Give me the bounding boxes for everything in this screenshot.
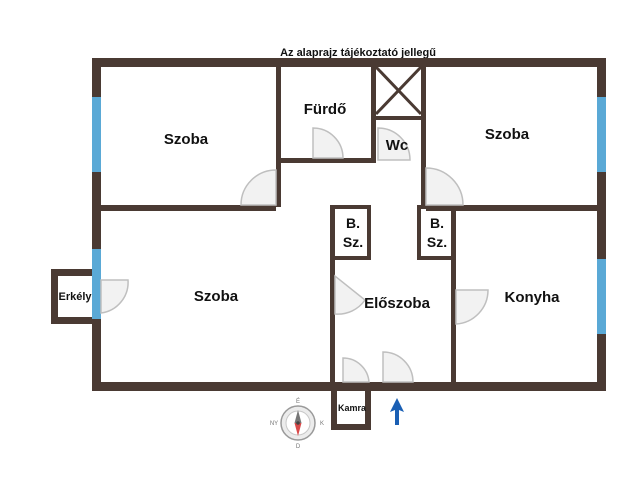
plan-title: Az alaprajz tájékoztató jellegű (280, 47, 436, 59)
outer-walls (92, 58, 606, 391)
door-konyha (455, 289, 489, 325)
room-label-szoba-large: Szoba (194, 288, 239, 305)
room-label-bsz-right-2: Sz. (427, 234, 447, 250)
compass-west: NY (270, 421, 278, 427)
room-label-eloszoba: Előszoba (364, 295, 431, 312)
window-right-top (597, 97, 606, 172)
balcony (51, 269, 92, 324)
window-left-bottom (92, 249, 101, 319)
window-right-bottom (597, 259, 606, 334)
door-eloszoba (334, 274, 367, 315)
room-label-szoba-top-left: Szoba (164, 131, 209, 148)
compass-icon: É D K NY (270, 398, 324, 450)
room-label-furdo: Fürdő (304, 101, 347, 118)
room-label-bsz-left-1: B. (346, 215, 360, 231)
entrance-arrow-icon (390, 398, 404, 425)
room-label-wc: Wc (386, 137, 409, 154)
pantry (331, 391, 371, 430)
door-kamra (342, 357, 370, 383)
doors (100, 127, 489, 383)
interior-walls (101, 67, 597, 382)
room-label-bsz-left-2: Sz. (343, 234, 363, 250)
compass-north: É (296, 398, 300, 405)
window-left-top (92, 97, 101, 172)
compass-east: K (320, 421, 324, 427)
door-furdo (312, 127, 344, 159)
door-szoba-top-right (425, 167, 464, 206)
room-label-bsz-right-1: B. (430, 215, 444, 231)
compass-south: D (296, 444, 301, 450)
door-balcony (100, 279, 129, 314)
door-szoba-top-left (240, 169, 277, 206)
room-label-szoba-top-right: Szoba (485, 126, 530, 143)
door-entrance (382, 351, 414, 383)
shaft-cross-icon (374, 65, 423, 116)
windows (92, 97, 606, 334)
room-label-kamra: Kamra (338, 403, 367, 413)
door-wc (377, 127, 411, 161)
room-label-konyha: Konyha (504, 289, 560, 306)
room-label-erkely: Erkély (58, 291, 92, 303)
